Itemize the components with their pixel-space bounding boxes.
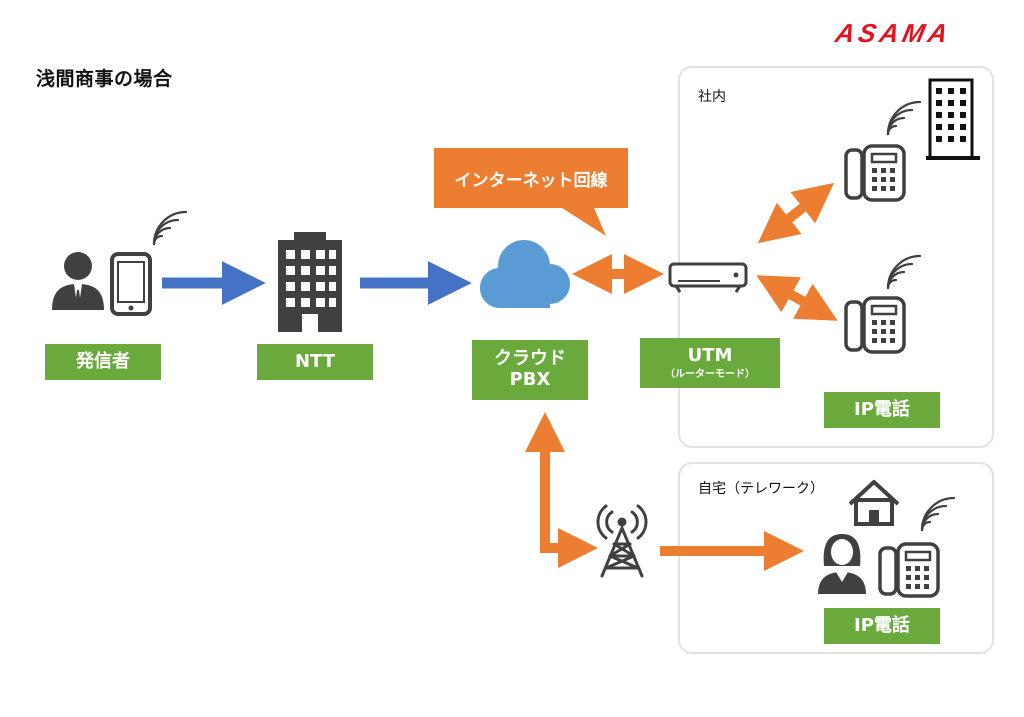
house-icon bbox=[848, 480, 900, 526]
utm-label: UTM （ルーターモード） bbox=[640, 338, 780, 388]
page-title: 浅間商事の場合 bbox=[36, 68, 173, 90]
wifi-signal-icon bbox=[920, 496, 956, 532]
cloud-pbx-label-line1: クラウド bbox=[494, 348, 566, 370]
arrow-utm-lower-phone bbox=[756, 275, 838, 321]
wifi-signal-icon bbox=[886, 100, 922, 136]
internet-line-callout: インターネット回線 bbox=[454, 170, 608, 191]
ntt-label-text: NTT bbox=[294, 350, 336, 372]
caller-label: 発信者 bbox=[45, 344, 161, 380]
ntt-label: NTT bbox=[257, 344, 373, 380]
smartphone-icon bbox=[110, 252, 152, 316]
office-zone-label: 社内 bbox=[698, 89, 726, 105]
caller-label-text: 発信者 bbox=[76, 350, 130, 372]
building-icon bbox=[278, 232, 342, 332]
cell-tower-icon bbox=[596, 504, 648, 578]
cloud-pbx-label: クラウド PBX bbox=[472, 340, 588, 400]
utm-sublabel-text: （ルーターモード） bbox=[665, 368, 755, 380]
person-icon bbox=[52, 252, 104, 310]
callout-bubble bbox=[434, 148, 628, 236]
router-icon bbox=[668, 262, 748, 293]
wifi-signal-icon bbox=[152, 210, 188, 246]
logo-text: ASAMA bbox=[832, 22, 955, 44]
office-ip-phone-label-text: IP電話 bbox=[854, 398, 910, 420]
office-ip-phone-label: IP電話 bbox=[824, 392, 940, 428]
desk-phone-icon bbox=[844, 144, 906, 202]
arrow-pbx-to-tower bbox=[525, 412, 598, 568]
woman-icon bbox=[818, 534, 866, 594]
desk-phone-icon bbox=[844, 296, 906, 354]
utm-label-text: UTM bbox=[687, 344, 733, 366]
cloud-icon bbox=[480, 240, 570, 308]
office-building-icon bbox=[926, 78, 980, 160]
asama-logo: ASAMA bbox=[808, 18, 976, 48]
logo-graphic: ASAMA bbox=[832, 18, 955, 48]
wifi-signal-icon bbox=[886, 254, 922, 290]
desk-phone-icon bbox=[878, 542, 940, 598]
home-ip-phone-label: IP電話 bbox=[824, 608, 940, 644]
cloud-pbx-label-line2: PBX bbox=[509, 369, 551, 390]
home-zone-label: 自宅（テレワーク） bbox=[698, 481, 824, 497]
arrow-utm-upper-phone bbox=[757, 182, 835, 244]
home-ip-phone-label-text: IP電話 bbox=[854, 614, 910, 636]
